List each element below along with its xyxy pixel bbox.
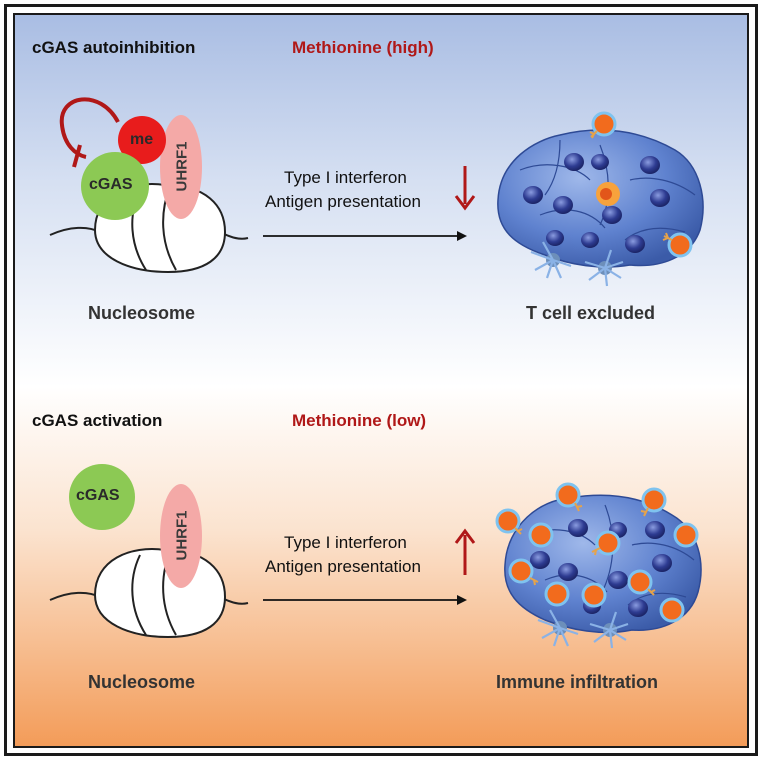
top-nucleosome-group <box>49 97 249 274</box>
top-inhibition-bar <box>72 144 82 168</box>
top-me-label: me <box>130 131 154 148</box>
bottom-cgas-circle <box>69 464 135 530</box>
bottom-right-caption: Immune infiltration <box>496 672 658 692</box>
bottom-up-arrow <box>454 528 476 575</box>
bottom-uhrf1-label: UHRF1 <box>173 510 191 561</box>
top-effect-line1: Type I interferon <box>284 168 407 187</box>
bottom-uhrf1-shape <box>160 484 202 588</box>
top-uhrf1-shape <box>160 115 202 219</box>
bottom-cgas-label: cGAS <box>76 487 120 504</box>
bottom-effect-line2: Antigen presentation <box>265 557 421 576</box>
bottom-histone-body <box>93 548 227 639</box>
bottom-t-cells <box>495 482 699 623</box>
outer-frame <box>4 4 758 756</box>
top-t-cells <box>589 111 693 258</box>
bottom-dendritic-cells <box>537 609 629 649</box>
top-right-caption: T cell excluded <box>526 303 656 323</box>
top-panel-title: cGAS autoinhibition <box>32 38 196 57</box>
top-dna-strand <box>49 226 101 236</box>
top-dendritic-cells <box>530 241 624 287</box>
top-cgas-circle <box>81 152 149 220</box>
top-tumor-mass <box>497 129 704 268</box>
bottom-left-caption: Nucleosome <box>88 672 196 692</box>
top-inhibition-arc <box>59 97 120 159</box>
bottom-nucleosome-group <box>49 464 249 639</box>
top-down-arrow <box>454 166 476 211</box>
bottom-effect-line1: Type I interferon <box>284 533 407 552</box>
bottom-condition-label: Methionine (low) <box>292 411 427 430</box>
top-me-circle <box>118 116 166 164</box>
top-cgas-label: cGAS <box>89 176 133 193</box>
top-effect-line2: Antigen presentation <box>265 192 421 211</box>
top-condition-label: Methionine (high) <box>292 38 434 57</box>
top-left-caption: Nucleosome <box>88 303 196 323</box>
top-uhrf1-label: UHRF1 <box>173 141 191 192</box>
bottom-panel-title: cGAS activation <box>32 411 163 430</box>
